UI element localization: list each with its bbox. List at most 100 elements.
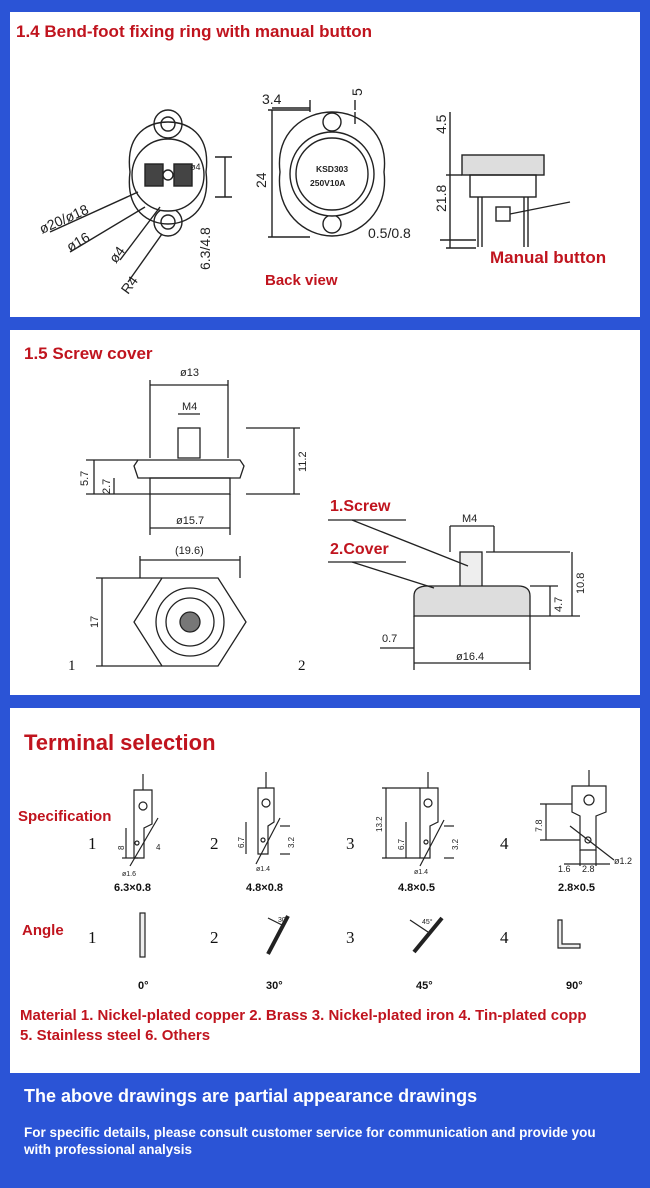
bend-foot-drawing: ø4 ø20/ø18 ø16 ø4 R4 6.3/4.8 3.4 5 24 KS… (37, 88, 571, 297)
view-2-label: 2 (298, 658, 306, 674)
panel-title: 1.4 Bend-foot fixing ring with manual bu… (16, 22, 373, 41)
angle-2-number: 2 (210, 928, 219, 947)
material-line-2: 5. Stainless steel 6. Others (20, 1027, 211, 1044)
spec-1-number: 1 (88, 834, 97, 853)
dim-w34: 3.4 (262, 91, 282, 107)
spec-3-d3: 3.2 (451, 838, 460, 850)
angle-4-label: 90° (566, 980, 583, 992)
spec-4-d3: 2.8 (582, 864, 595, 874)
spec-4-hole: ø1.2 (614, 856, 632, 866)
cover-label: 2.Cover (330, 541, 389, 558)
bottom-lug-hole (160, 214, 176, 230)
terminal-selection-panel: Terminal selection Specification Angle (10, 708, 640, 1073)
angle-0-shape (139, 912, 146, 958)
svg-text:ø4: ø4 (190, 162, 201, 172)
dim-h17: 17 (89, 616, 101, 628)
screw-label: 1.Screw (330, 498, 391, 515)
terminal-1 (133, 789, 153, 859)
dim-d16: ø16 (64, 229, 93, 255)
spec-3-hole: ø1.4 (414, 869, 428, 876)
side-cap (461, 154, 545, 176)
cover-hex-side (133, 459, 245, 479)
material-text: Material 1. Nickel-plated copper 2. Bras… (20, 1006, 650, 1046)
dim-w196: (19.6) (175, 545, 204, 557)
spec-4-d2: 1.6 (558, 864, 571, 874)
top-lug (153, 109, 183, 139)
angle-45-mark: 45° (422, 918, 433, 926)
dim-m4b: M4 (462, 513, 477, 525)
back-flange (278, 111, 386, 237)
dim-h24: 24 (253, 172, 269, 188)
angle-45-shape (412, 916, 444, 954)
spec-4-size: 2.8×0.5 (558, 882, 596, 894)
dim-h63-48: 6.3/4.8 (197, 227, 213, 270)
footer-text: For specific details, please consult cus… (24, 1125, 596, 1157)
screw-cover-panel: 1.5 Screw cover (10, 330, 640, 695)
dim-h218: 21.8 (433, 185, 449, 212)
material-line-1: Material 1. Nickel-plated copper 2. Bras… (20, 1007, 587, 1024)
spec-2-size: 4.8×0.8 (246, 882, 284, 894)
terminal-right (173, 163, 193, 187)
spec-3-d1: 13.2 (375, 816, 384, 832)
angle-1-label: 0° (138, 980, 149, 992)
spec-1-size: 6.3×0.8 (114, 882, 152, 894)
spec-2-d1: 6.7 (237, 836, 246, 848)
flange-outline (128, 121, 208, 225)
manual-button-shape (495, 206, 511, 222)
angle-3-label: 45° (416, 980, 433, 992)
dim-h112: 11.2 (297, 451, 309, 472)
spec-1-d2: 4 (156, 843, 161, 852)
angle-4-number: 4 (500, 928, 509, 947)
angle-30-mark: 30° (278, 916, 289, 924)
terminal-left (144, 163, 164, 187)
terminal-drawing: 8 4 ø1.6 6.7 3.2 ø1.4 13.2 6.7 3.2 ø1.4 … (117, 770, 632, 958)
dim-h5: 5 (349, 88, 365, 96)
dim-d13: ø13 (180, 367, 199, 379)
spec-2-d2: 3.2 (287, 836, 296, 848)
panel-title: 1.5 Screw cover (24, 344, 153, 363)
side-body (469, 174, 537, 198)
angle-3-number: 3 (346, 928, 355, 947)
screw-cover-drawing: ø13 M4 5.7 2.7 11.2 ø15.7 (19.6) 17 M4 1… (79, 367, 587, 670)
marking-line2: 250V10A (310, 178, 345, 188)
footer-title: The above drawings are partial appearanc… (24, 1086, 478, 1106)
spec-2-number: 2 (210, 834, 219, 853)
assembly-cover (413, 585, 531, 617)
spec-2-hole: ø1.4 (256, 866, 270, 873)
angle-label: Angle (22, 922, 64, 939)
angle-30-shape (266, 915, 290, 955)
dim-h45: 4.5 (433, 114, 449, 134)
dim-h47: 4.7 (553, 597, 565, 612)
bottom-lug (153, 207, 183, 237)
spec-3-number: 3 (346, 834, 355, 853)
dim-m4: M4 (182, 401, 197, 413)
screw-shaft (177, 427, 201, 459)
dim-h27: 2.7 (101, 479, 113, 494)
spec-1-hole: ø1.6 (122, 871, 136, 878)
dim-t07: 0.7 (382, 633, 397, 645)
panel-title: Terminal selection (24, 730, 216, 755)
view-1-label: 1 (68, 658, 76, 674)
dim-r4: R4 (117, 273, 141, 297)
marking-line1: KSD303 (316, 164, 348, 174)
dim-d157: ø15.7 (176, 515, 204, 527)
dim-d164: ø16.4 (456, 651, 484, 663)
bend-foot-panel: 1.4 Bend-foot fixing ring with manual bu… (10, 12, 640, 317)
spec-3-d2: 6.7 (397, 838, 406, 850)
dim-h108: 10.8 (575, 573, 587, 594)
dim-h57: 5.7 (79, 471, 91, 486)
angle-2-label: 30° (266, 980, 283, 992)
back-view-label: Back view (265, 272, 338, 289)
center-button (162, 169, 174, 181)
back-body (289, 131, 375, 217)
spec-3-size: 4.8×0.5 (398, 882, 436, 894)
specification-label: Specification (18, 808, 112, 825)
spec-4-d1: 7.8 (534, 819, 544, 832)
top-lug-hole (160, 116, 176, 132)
spec-4-number: 4 (500, 834, 509, 853)
spec-1-d1: 8 (117, 845, 126, 850)
dim-d4: ø4 (105, 243, 128, 266)
angle-1-number: 1 (88, 928, 97, 947)
dim-t05-08: 0.5/0.8 (368, 225, 411, 241)
manual-button-label: Manual button (490, 248, 607, 267)
